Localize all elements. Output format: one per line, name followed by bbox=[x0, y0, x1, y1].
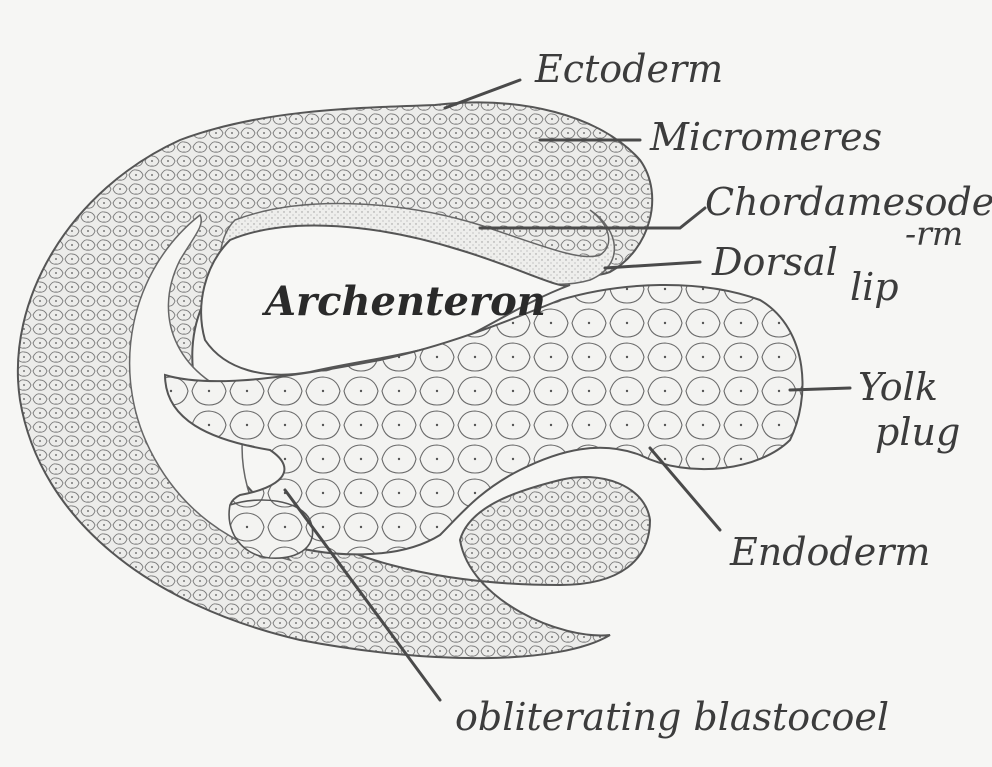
label-micromeres: Micromeres bbox=[649, 115, 882, 159]
label-obliterating-blastocoel: obliterating blastocoel bbox=[455, 695, 889, 739]
label-chordamesoderm-2: -rm bbox=[905, 214, 963, 253]
label-dorsal-lip-2: lip bbox=[850, 265, 899, 309]
label-yolk-plug-1: Yolk bbox=[858, 365, 938, 409]
label-dorsal-lip-1: Dorsal bbox=[711, 240, 838, 284]
label-endoderm: Endoderm bbox=[729, 530, 930, 574]
label-yolk-plug-2: plug bbox=[875, 410, 960, 454]
label-archenteron: Archenteron bbox=[261, 278, 546, 325]
label-ectoderm: Ectoderm bbox=[534, 47, 723, 91]
leader-yolk-plug bbox=[790, 388, 850, 390]
